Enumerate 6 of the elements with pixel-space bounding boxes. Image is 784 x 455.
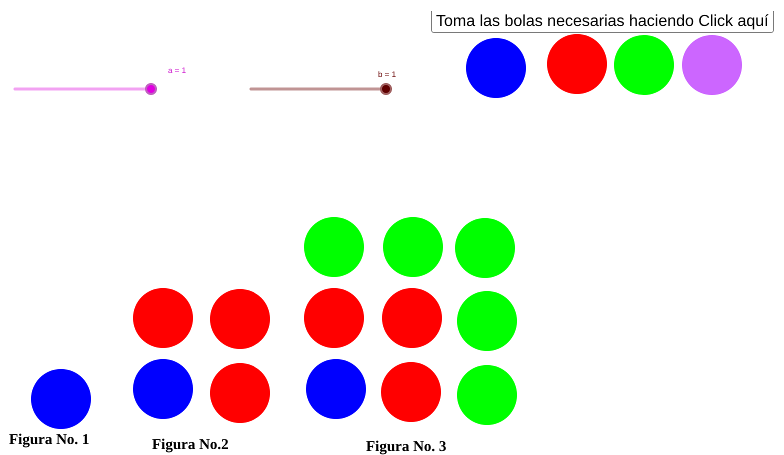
- slider-value-label: a = 1: [168, 66, 186, 75]
- figure-caption: Figura No. 1: [9, 432, 90, 449]
- click-button: Toma las bolas necesarias haciendo Click aquí: [431, 11, 774, 33]
- slider-value-label: b = 1: [378, 70, 396, 79]
- figure-caption: Figura No. 3: [366, 439, 446, 455]
- figure-caption: Figura No.2: [152, 437, 229, 454]
